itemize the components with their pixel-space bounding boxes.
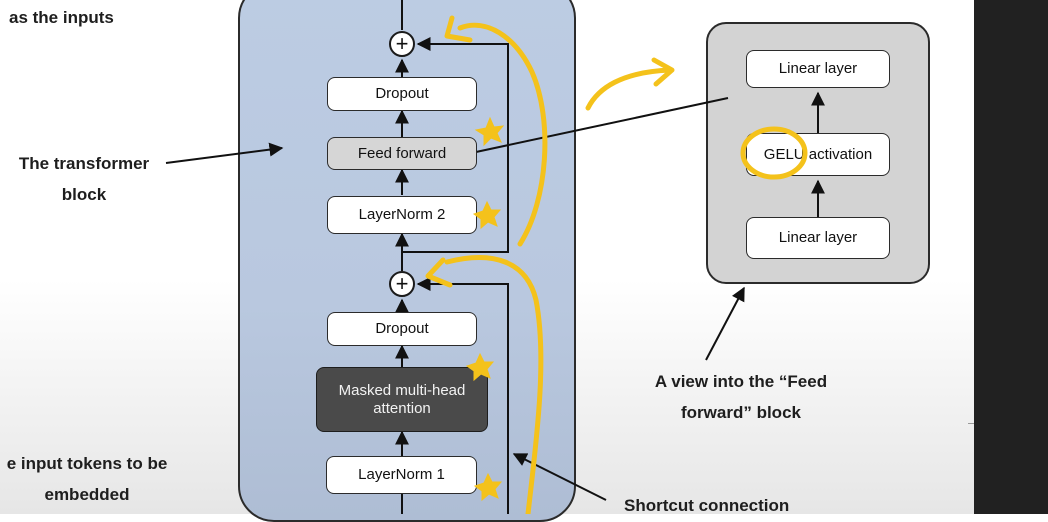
dropout-bottom-label: Dropout bbox=[375, 320, 429, 337]
layernorm-1-box: LayerNorm 1 bbox=[326, 456, 477, 494]
gelu-activation-box: GELU activation bbox=[746, 133, 890, 176]
pointer-ff-to-view bbox=[475, 97, 729, 153]
highlight-curve-lower bbox=[444, 255, 544, 514]
masked-attention-box: Masked multi-head attention bbox=[316, 367, 488, 432]
highlight-arrowhead-lower bbox=[425, 257, 453, 288]
star-mark-ff bbox=[474, 116, 505, 147]
note-ff-view-line2: forward” block bbox=[681, 403, 801, 422]
linear-layer-bottom-box: Linear layer bbox=[746, 217, 890, 259]
note-ff-view: A view into the “Feed forward” block bbox=[628, 366, 854, 428]
note-transformer-line1: The transformer bbox=[18, 154, 150, 173]
highlight-arrow-to-view bbox=[585, 67, 673, 111]
add-node-bottom: + bbox=[389, 271, 415, 297]
note-ff-view-line1: A view into the “Feed bbox=[654, 372, 828, 391]
note-input-tokens-line1: e input tokens to be bbox=[6, 454, 168, 473]
star-mark-ln1 bbox=[473, 472, 503, 502]
note-top-left-fragment: as the inputs bbox=[9, 8, 114, 27]
edge-tick bbox=[968, 423, 974, 424]
shortcut-upper bbox=[402, 37, 509, 253]
pointer-shortcut bbox=[512, 453, 607, 501]
note-transformer-line2: block bbox=[61, 185, 107, 204]
highlight-curve-upper bbox=[457, 22, 548, 247]
layernorm-1-label: LayerNorm 1 bbox=[358, 466, 445, 483]
feed-forward-label: Feed forward bbox=[357, 144, 447, 162]
linear-layer-top-box: Linear layer bbox=[746, 50, 890, 88]
feed-forward-box: Feed forward bbox=[327, 137, 477, 170]
note-input-tokens-line2: embedded bbox=[44, 485, 130, 504]
dropout-top-box: Dropout bbox=[327, 77, 477, 111]
pointer-transformer-block bbox=[165, 142, 284, 164]
dropout-top-label: Dropout bbox=[375, 85, 429, 102]
star-mark-attn bbox=[465, 352, 495, 382]
dark-side-strip bbox=[974, 0, 1048, 514]
gelu-activation-label: GELU activation bbox=[763, 145, 873, 163]
layernorm-2-label: LayerNorm 2 bbox=[358, 206, 446, 223]
highlight-arrowhead-view bbox=[651, 57, 675, 87]
highlight-arrowhead-upper bbox=[444, 15, 473, 43]
note-shortcut-connection: Shortcut connection bbox=[624, 496, 790, 515]
note-transformer-block: The transformer block bbox=[4, 148, 164, 210]
add-node-top: + bbox=[389, 31, 415, 57]
masked-attention-label: Masked multi-head attention bbox=[338, 381, 466, 417]
linear-layer-bottom-label: Linear layer bbox=[778, 229, 858, 246]
linear-layer-top-label: Linear layer bbox=[778, 60, 858, 77]
star-mark-ln2 bbox=[472, 200, 502, 230]
note-input-tokens: e input tokens to be embedded bbox=[0, 448, 192, 510]
layernorm-2-box: LayerNorm 2 bbox=[327, 196, 477, 234]
highlight-gelu-circle bbox=[740, 126, 808, 180]
pointer-ff-view-label bbox=[705, 286, 745, 361]
dropout-bottom-box: Dropout bbox=[327, 312, 477, 346]
